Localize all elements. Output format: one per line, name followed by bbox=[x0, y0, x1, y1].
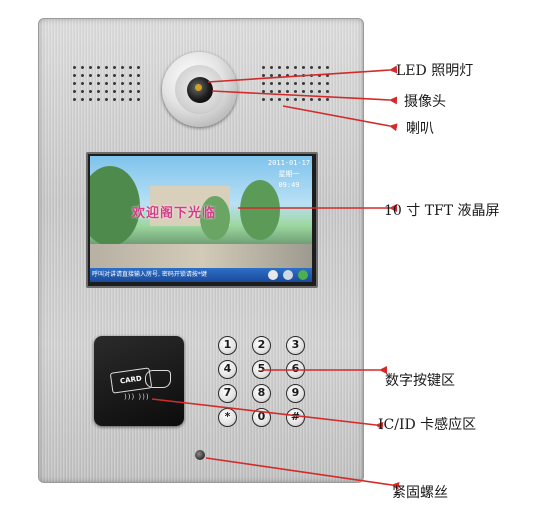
screen-weekday: 星期一 bbox=[278, 170, 300, 178]
key-2[interactable]: 2 bbox=[252, 336, 271, 355]
screen-tree bbox=[240, 180, 280, 240]
label-fixing-screw: 紧固螺丝 bbox=[392, 485, 448, 501]
key-6[interactable]: 6 bbox=[286, 360, 305, 379]
hand-icon bbox=[145, 370, 171, 388]
fixing-screw-icon bbox=[195, 450, 205, 460]
key-0[interactable]: 0 bbox=[252, 408, 271, 427]
key-9[interactable]: 9 bbox=[286, 384, 305, 403]
call-icon bbox=[298, 270, 308, 280]
key-5[interactable]: 5 bbox=[252, 360, 271, 379]
screen-status-bar: 呼叫对讲请直接输入房号, 密码开锁请按*键 bbox=[90, 268, 312, 282]
key-hash[interactable]: # bbox=[286, 408, 305, 427]
label-tft-screen: 10 寸 TFT 液晶屏 bbox=[384, 203, 500, 219]
label-camera: 摄像头 bbox=[404, 94, 446, 110]
key-1[interactable]: 1 bbox=[218, 336, 237, 355]
screen-welcome-text: 欢迎阁下光临 bbox=[132, 206, 217, 221]
screen-datetime: 2011-01-17 星期一 09:49 bbox=[266, 158, 312, 191]
key-8[interactable]: 8 bbox=[252, 384, 271, 403]
label-keypad: 数字按键区 bbox=[385, 373, 455, 389]
key-4[interactable]: 4 bbox=[218, 360, 237, 379]
info-icon bbox=[268, 270, 278, 280]
tft-screen: 2011-01-17 星期一 09:49 欢迎阁下光临 呼叫对讲请直接输入房号,… bbox=[90, 156, 312, 282]
screen-plaza bbox=[90, 244, 312, 270]
key-7[interactable]: 7 bbox=[218, 384, 237, 403]
label-card-area: IC/ID 卡感应区 bbox=[378, 417, 477, 433]
label-led-light: LED 照明灯 bbox=[396, 63, 474, 79]
screen-date: 2011-01-17 bbox=[267, 159, 311, 167]
speaker-grill-right bbox=[262, 66, 331, 103]
speaker-grill-left bbox=[73, 66, 142, 103]
led-light-icon bbox=[195, 84, 202, 91]
screen-tree bbox=[200, 196, 230, 240]
key-3[interactable]: 3 bbox=[286, 336, 305, 355]
screen-tree bbox=[90, 166, 140, 246]
screen-time: 09:49 bbox=[278, 181, 300, 189]
person-icon bbox=[283, 270, 293, 280]
label-speaker: 喇叭 bbox=[406, 121, 434, 137]
key-star[interactable]: * bbox=[218, 408, 237, 427]
screen-instruction-text: 呼叫对讲请直接输入房号, 密码开锁请按*键 bbox=[92, 271, 207, 278]
signal-wave-icon: ))) ))) bbox=[124, 393, 150, 401]
